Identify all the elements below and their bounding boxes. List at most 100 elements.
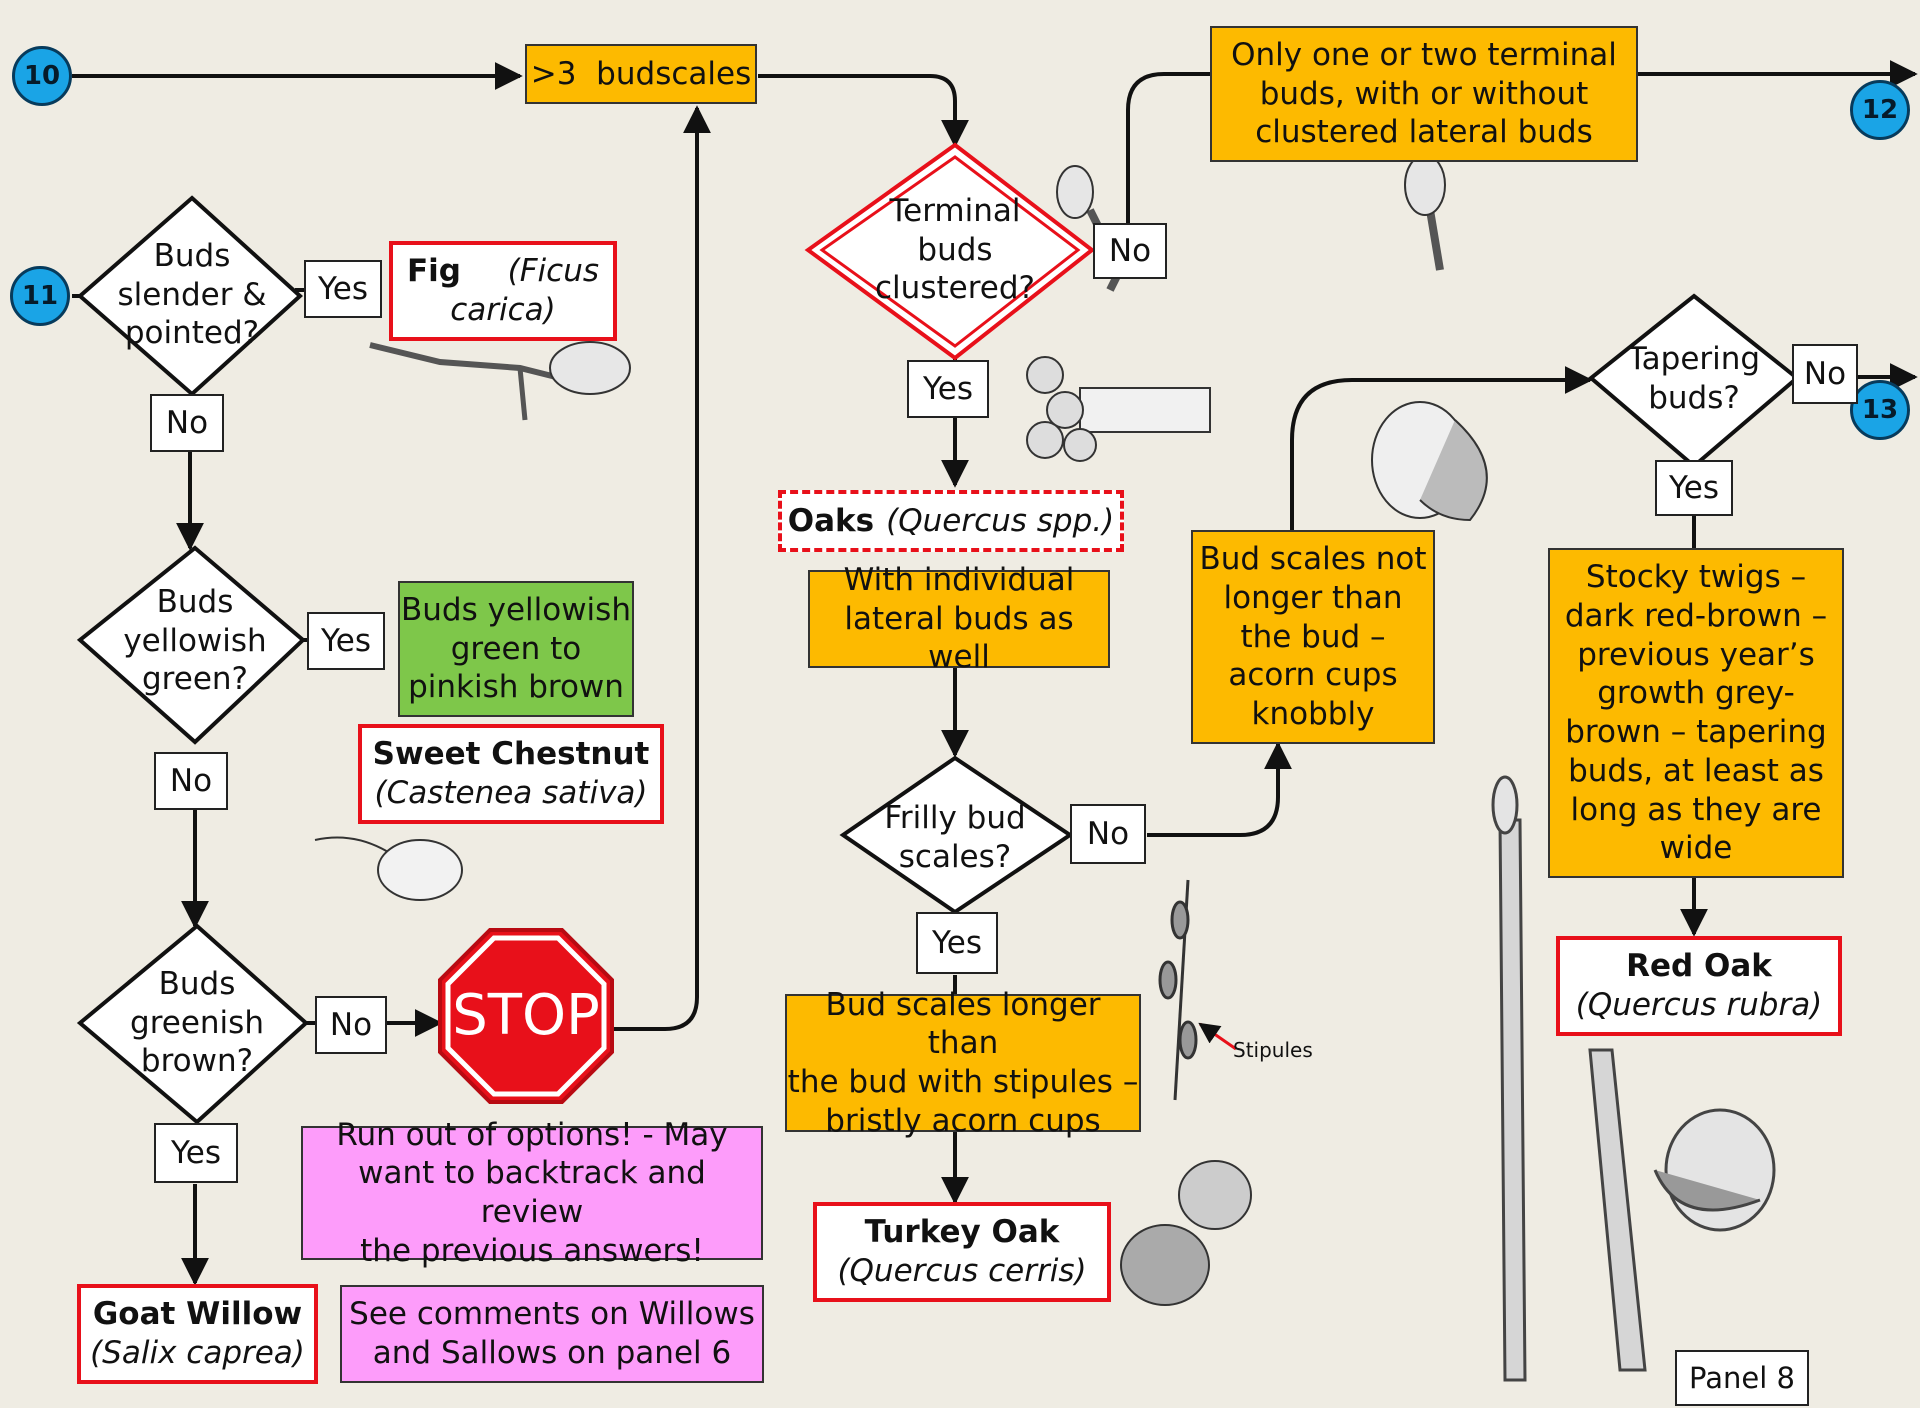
connector-13[interactable]: 13 — [1850, 380, 1910, 440]
chestnut-bud-sketch — [314, 836, 463, 901]
frilly-line: scales? — [898, 839, 1012, 875]
run-out-line: the previous answers! — [360, 1232, 704, 1269]
stocky-line: wide — [1659, 830, 1733, 867]
q1-line: Buds — [153, 237, 231, 274]
comments-line: See comments on Willows — [349, 1296, 755, 1333]
lateral-line: With individual — [843, 561, 1075, 598]
oaks-latin: (Quercus spp.) — [886, 502, 1115, 539]
bristly-line: Bud scales longer than — [825, 986, 1101, 1062]
acorn-sketch — [1371, 401, 1488, 522]
diamond-greenish — [76, 923, 309, 1125]
stop-sign — [438, 928, 614, 1104]
not-longer-line: knobbly — [1251, 696, 1375, 733]
yes-label-yellowish: Yes — [307, 612, 385, 670]
tapering-line: buds? — [1648, 380, 1740, 416]
tapering-line: Tapering — [1627, 341, 1761, 378]
turkey-latin: (Quercus cerris) — [837, 1253, 1087, 1289]
oaks-result: Oaks (Quercus spp.) — [778, 490, 1124, 552]
green-line: Buds yellowish — [401, 591, 631, 628]
connector-11[interactable]: 11 — [10, 266, 70, 326]
connector-12[interactable]: 12 — [1850, 80, 1910, 140]
lateral-line: lateral buds as well — [844, 600, 1074, 676]
sweet-chestnut-result: Sweet Chestnut (Castenea sativa) — [358, 724, 664, 824]
terminal-line: buds — [917, 231, 993, 268]
question-slender-pointed: Buds slender & pointed? — [100, 222, 284, 368]
red-oak-twig-sketch — [1491, 775, 1776, 1382]
bristly-line: bristly acorn cups — [825, 1102, 1101, 1139]
stocky-line: previous year’s — [1577, 636, 1815, 673]
budscales-label: >3 budscales — [530, 55, 752, 92]
run-out-line: want to backtrack and review — [358, 1155, 706, 1230]
red-oak-name: Red Oak — [1626, 948, 1772, 985]
fig-result: Fig (Ficus carica) — [389, 241, 617, 341]
stocky-line: brown – tapering — [1565, 714, 1827, 750]
bristly-acorn-box: Bud scales longer than the bud with stip… — [785, 987, 1141, 1139]
chestnut-latin: (Castenea sativa) — [374, 775, 648, 811]
question-yellowish-green: Buds yellowish green? — [100, 568, 290, 714]
diamond-yellowish — [76, 545, 306, 745]
only-one-two-box: Only one or two terminal buds, with or w… — [1210, 26, 1638, 162]
yes-label-terminal: Yes — [907, 360, 989, 418]
not-longer-line: the bud – — [1240, 618, 1386, 655]
yes-label-frilly: Yes — [916, 912, 998, 974]
stipules-label: Stipules — [1233, 1038, 1313, 1062]
q2-line: yellowish — [123, 622, 267, 659]
no-label-tapering: No — [1792, 344, 1858, 404]
terminal-line: Terminal — [889, 192, 1021, 229]
question-greenish-brown: Buds greenish brown? — [100, 950, 294, 1096]
q3-line: brown? — [140, 1043, 254, 1080]
q1-line: slender & — [117, 276, 267, 313]
green-line: pinkish brown — [408, 669, 624, 706]
see-comments-box: See comments on Willows and Sallows on p… — [340, 1285, 764, 1383]
only-one-line: clustered lateral buds — [1255, 114, 1593, 151]
lateral-buds-box: With individual lateral buds as well — [808, 562, 1110, 675]
q1-line: pointed? — [124, 315, 260, 352]
no-label-greenish: No — [315, 996, 387, 1054]
yes-label-slender: Yes — [304, 260, 382, 318]
not-longer-line: Bud scales not — [1199, 541, 1427, 578]
no-label-terminal: No — [1093, 223, 1167, 279]
no-label-slender: No — [150, 394, 224, 452]
no-label-frilly: No — [1070, 804, 1146, 864]
comments-line: and Sallows on panel 6 — [372, 1335, 732, 1371]
chestnut-name: Sweet Chestnut — [372, 736, 650, 773]
connector-10[interactable]: 10 — [12, 46, 72, 106]
willow-latin: (Salix caprea) — [90, 1335, 305, 1371]
stocky-line: long as they are — [1570, 791, 1822, 828]
not-longer-line: acorn cups — [1228, 657, 1398, 694]
fig-twig-sketch — [369, 341, 631, 421]
question-tapering: Tapering buds? — [1612, 336, 1776, 422]
budscales-box: >3 budscales — [525, 44, 757, 104]
stocky-line: buds, at least as — [1568, 752, 1824, 789]
stocky-twigs-box: Stocky twigs – dark red-brown – previous… — [1548, 548, 1844, 878]
turkey-oak-result: Turkey Oak (Quercus cerris) — [813, 1202, 1111, 1302]
fig-latin-b: carica) — [450, 292, 556, 328]
bristly-line: the bud with stipules – — [787, 1064, 1139, 1100]
question-frilly-scales: Frilly bud scales? — [872, 795, 1038, 881]
stop-label: STOP — [452, 983, 600, 1048]
no-label-yellowish: No — [154, 752, 228, 810]
frilly-line: Frilly bud — [884, 800, 1026, 837]
green-line: green to — [450, 630, 582, 667]
fig-latin-a: (Ficus — [507, 253, 599, 290]
only-one-line: buds, with or without — [1259, 75, 1589, 112]
turkey-oak-sketch — [1120, 1160, 1252, 1306]
red-oak-result: Red Oak (Quercus rubra) — [1556, 936, 1842, 1036]
q2-line: green? — [142, 661, 248, 698]
stocky-line: growth grey- — [1597, 675, 1795, 712]
turkey-name: Turkey Oak — [864, 1214, 1060, 1251]
not-longer-line: longer than — [1223, 579, 1403, 616]
q3-line: greenish — [130, 1004, 264, 1041]
yes-label-greenish: Yes — [154, 1123, 238, 1183]
run-out-line: Run out of options! - May — [336, 1116, 728, 1153]
q2-line: Buds — [156, 583, 234, 620]
yellowish-green-box: Buds yellowish green to pinkish brown — [398, 581, 634, 717]
willow-name: Goat Willow — [92, 1296, 303, 1333]
stocky-line: Stocky twigs – — [1585, 559, 1807, 595]
q3-line: Buds — [158, 965, 236, 1002]
oaks-name: Oaks — [787, 502, 875, 539]
red-oak-latin: (Quercus rubra) — [1575, 987, 1823, 1023]
fig-name: Fig — [407, 253, 461, 290]
stipules-sketch — [1158, 879, 1198, 1101]
